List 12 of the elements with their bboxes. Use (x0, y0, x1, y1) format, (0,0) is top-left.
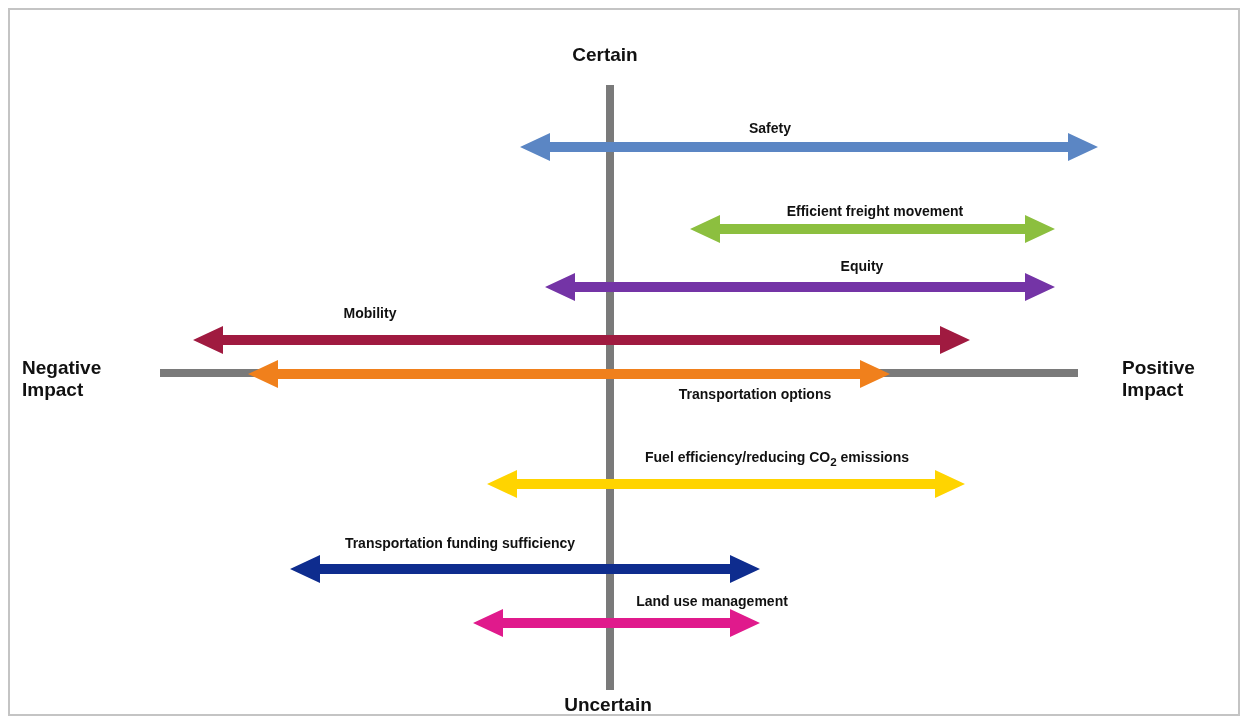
axis-label: Positive Impact (1122, 357, 1196, 401)
axis-label: Certain (572, 44, 638, 66)
arrow-label: Mobility (343, 305, 397, 322)
arrow-label: Fuel efficiency/reducing CO$_{2}$ emissions (645, 449, 909, 469)
arrow-label: Efficient freight movement (786, 203, 964, 220)
arrow-label: Safety (749, 120, 791, 137)
arrow-label: Transportation options (678, 386, 832, 403)
arrow-label: Land use management (636, 593, 788, 610)
arrow-label: Transportation funding sufficiency (344, 535, 576, 552)
axis-label: Uncertain (564, 694, 652, 716)
arrow-label: Equity (840, 258, 884, 275)
axis-label: Negative Impact (22, 357, 103, 401)
